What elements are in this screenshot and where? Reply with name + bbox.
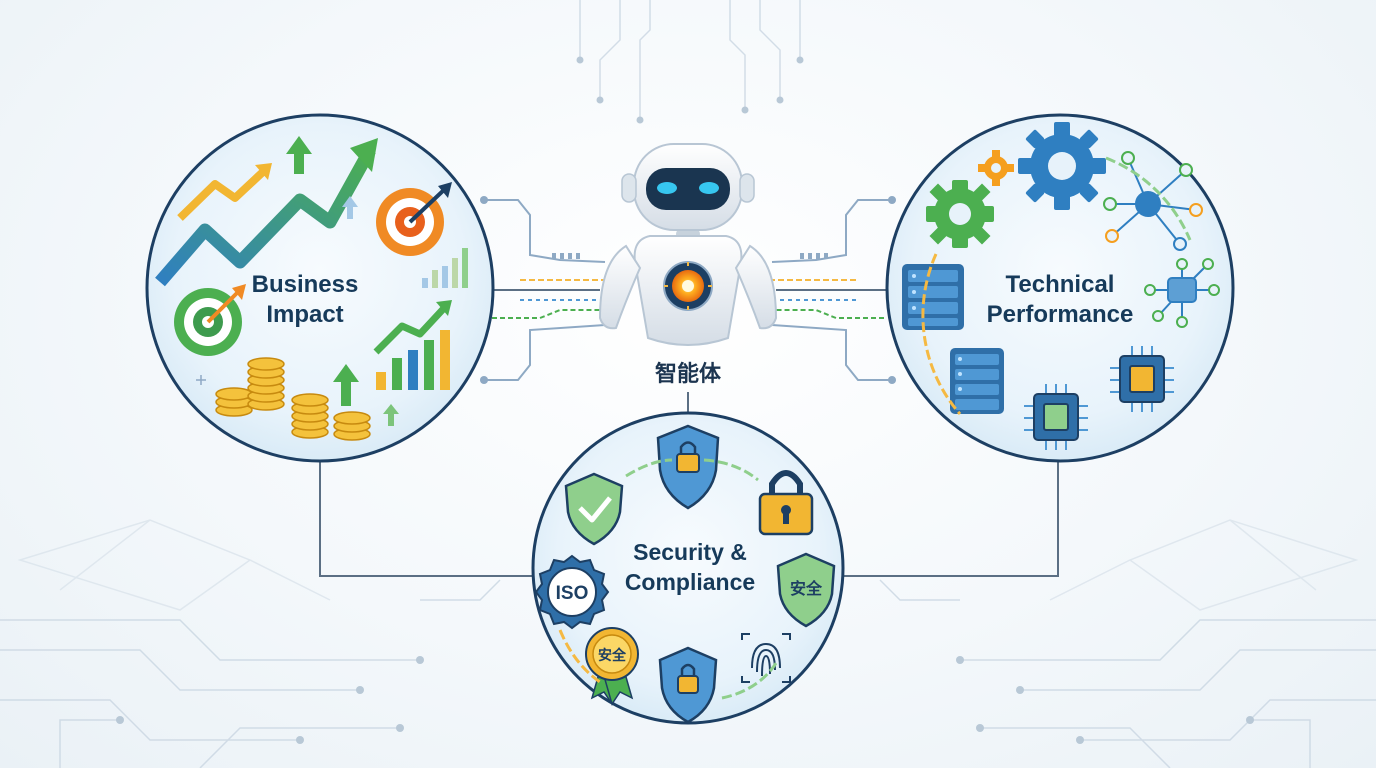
- up-arrow-icon: [286, 136, 358, 219]
- network-node-icon: [1103, 151, 1203, 251]
- shield-cn-badge: 安全: [776, 552, 836, 628]
- iso-badge-icon: ISO: [534, 554, 610, 630]
- connector-endpoints: [480, 196, 896, 384]
- target-icon: [376, 182, 452, 256]
- orbit-arc: [921, 156, 1192, 415]
- server-icon: [950, 348, 1004, 414]
- network-node-icon: [1144, 258, 1220, 328]
- gear-icon: [926, 180, 994, 248]
- medal-cn-text: 安全: [598, 647, 627, 664]
- shield-lock-icon: [658, 646, 718, 724]
- coin-stack-icon: [215, 357, 371, 441]
- medal-icon: 安全: [585, 627, 639, 706]
- trend-arrow-icon: [155, 138, 378, 287]
- robot-icon: [598, 143, 778, 346]
- fingerprint-icon: [741, 633, 791, 683]
- padlock-icon: [758, 470, 814, 536]
- security-compliance-line2: Compliance: [624, 569, 756, 595]
- shield-cn-text: 安全: [790, 579, 823, 598]
- gear-icon: [978, 150, 1014, 186]
- server-icon: [902, 264, 964, 330]
- bar-chart-icon: [373, 300, 452, 390]
- bar-chart-icon: [422, 248, 468, 288]
- security-compliance-label: Security & Compliance: [595, 537, 785, 597]
- data-stream-lines: [484, 199, 892, 381]
- technical-performance-line1: Technical: [1005, 271, 1115, 298]
- connector-lines: [319, 289, 1059, 577]
- sparkle-icon: [196, 375, 206, 385]
- business-impact-line1: Business: [251, 271, 359, 298]
- technical-performance-line2: Performance: [986, 301, 1134, 328]
- target-icon: [174, 284, 246, 356]
- chip-icon: [1024, 384, 1088, 450]
- shield-lock-icon: [656, 424, 720, 510]
- gear-icon: [1018, 122, 1106, 210]
- security-orbit-arc: [558, 458, 780, 700]
- business-impact-line2: Impact: [266, 301, 344, 328]
- shield-check-icon: [564, 472, 624, 546]
- agent-label: 智能体: [654, 362, 721, 387]
- iso-badge-text: ISO: [556, 583, 589, 604]
- technical-performance-label: Technical Performance: [960, 270, 1160, 330]
- security-compliance-line1: Security &: [633, 539, 747, 565]
- background-circuit-dots: [116, 56, 1254, 744]
- up-arrow-icon: [333, 364, 399, 426]
- business-impact-label: Business Impact: [215, 270, 395, 330]
- chip-icon: [1110, 346, 1174, 412]
